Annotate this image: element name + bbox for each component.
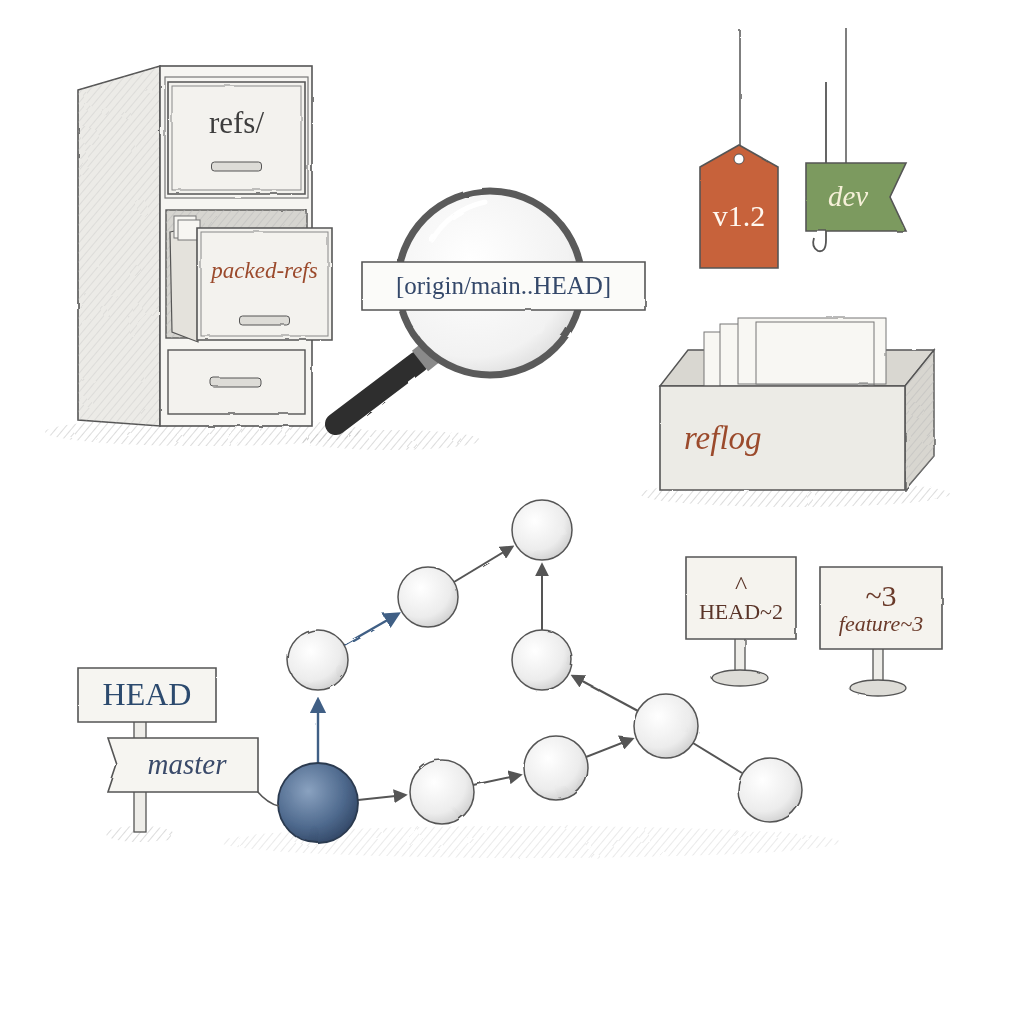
- range-label-shape: [362, 262, 645, 310]
- revision-sign: ^HEAD~2: [686, 557, 796, 639]
- branch-flag: master: [108, 738, 258, 792]
- commit-circle: [512, 500, 572, 560]
- commit-arrow: [573, 676, 638, 711]
- branch-flag-outline: [806, 163, 906, 231]
- reflog-box-shape: [660, 386, 905, 490]
- lens-glint: [432, 202, 485, 240]
- box-side-shading: [905, 350, 934, 490]
- drawer-label-outline: [197, 228, 332, 340]
- drawer-handle: [211, 378, 261, 387]
- node-text: ^: [735, 572, 747, 601]
- current-commit: [278, 763, 358, 843]
- sign-posts: [106, 637, 906, 842]
- cabinet-side: [78, 66, 160, 426]
- drawer-label-outline: [197, 228, 332, 340]
- node-text: packed-refs: [211, 258, 317, 283]
- node-text: master: [148, 749, 227, 781]
- head-sign-shape: [78, 668, 216, 722]
- revision-sign-outline: [686, 557, 796, 639]
- commit-arrow: [317, 700, 319, 763]
- commit-arrow: [358, 795, 405, 800]
- commit-circle: [634, 694, 698, 758]
- box-side: [905, 350, 934, 490]
- tag-label-outline: [700, 145, 778, 268]
- drawer-inset: [172, 86, 301, 190]
- commit-circle: [410, 760, 474, 824]
- commit-circle: [398, 567, 458, 627]
- drawer-label-shape: [197, 228, 332, 340]
- glass-handle: [336, 362, 418, 424]
- drawer-label: refs/: [168, 82, 305, 194]
- index-card: [738, 318, 886, 384]
- tag-string: [739, 30, 741, 158]
- post-base: [712, 670, 768, 686]
- head-sign-outline: [78, 668, 216, 722]
- commit-arrow: [586, 739, 632, 757]
- commit-circle: [524, 736, 588, 800]
- commit-graph: [220, 500, 840, 858]
- node-subtext: HEAD~2: [699, 600, 783, 624]
- flag-string: [845, 28, 847, 166]
- drawer-handle: [240, 316, 290, 325]
- drawer-handle: [212, 162, 262, 171]
- tag-label-shape: [700, 145, 778, 268]
- commit-arrow: [473, 775, 520, 785]
- branch-flag: dev: [806, 163, 906, 231]
- reflog-box-outline: [660, 386, 905, 490]
- bottom-drawer: [168, 350, 305, 414]
- sign-post: [873, 647, 883, 681]
- branch-flag-outline: [108, 738, 258, 792]
- sign-post: [735, 637, 745, 671]
- drawer-side: [170, 226, 198, 342]
- revision-sign-shape: [820, 567, 942, 649]
- index-card: [756, 322, 874, 384]
- node-text: reflog: [684, 420, 762, 456]
- ref-pointer-line: [256, 790, 279, 806]
- post-base: [850, 680, 906, 696]
- tag-hole: [734, 154, 744, 164]
- node-text: refs/: [209, 106, 264, 140]
- commit-circle: [512, 630, 572, 690]
- drawer-label-outline: [168, 82, 305, 194]
- cabinet-side-shading: [78, 66, 160, 426]
- revision-sign-outline: [820, 567, 942, 649]
- node-text: [origin/main..HEAD]: [396, 272, 611, 300]
- commit-circle: [738, 758, 802, 822]
- drawer-recess: [165, 77, 308, 198]
- range-label: [origin/main..HEAD]: [362, 262, 645, 310]
- drawer-label-shape: [168, 82, 305, 194]
- head-sign: HEAD: [78, 668, 216, 722]
- filing-cabinet: [45, 66, 365, 446]
- commit-link: [693, 743, 742, 773]
- commit-arrow: [344, 614, 398, 645]
- node-text: ~3: [865, 579, 896, 612]
- branch-flag-shape: [108, 738, 258, 792]
- reflog-box: reflog: [660, 386, 905, 490]
- tag-label: v1.2: [700, 143, 778, 268]
- drawer-inset: [201, 232, 328, 336]
- magnifying-glass: [300, 191, 582, 450]
- revision-sign-shape: [686, 557, 796, 639]
- node-text: HEAD: [103, 677, 192, 712]
- node-subtext: feature~3: [839, 612, 923, 636]
- ground-shadow: [300, 430, 480, 450]
- commit-arrow: [454, 547, 512, 582]
- node-text: dev: [828, 181, 868, 213]
- drawer-label: packed-refs: [197, 228, 332, 340]
- branch-flag-shape: [806, 163, 906, 231]
- commit-circle: [288, 630, 348, 690]
- reflog-box: [640, 318, 950, 507]
- node-text: v1.2: [713, 199, 766, 232]
- commit-arrow: [541, 565, 543, 630]
- revision-sign: ~3feature~3: [820, 567, 942, 649]
- range-label-outline: [362, 262, 645, 310]
